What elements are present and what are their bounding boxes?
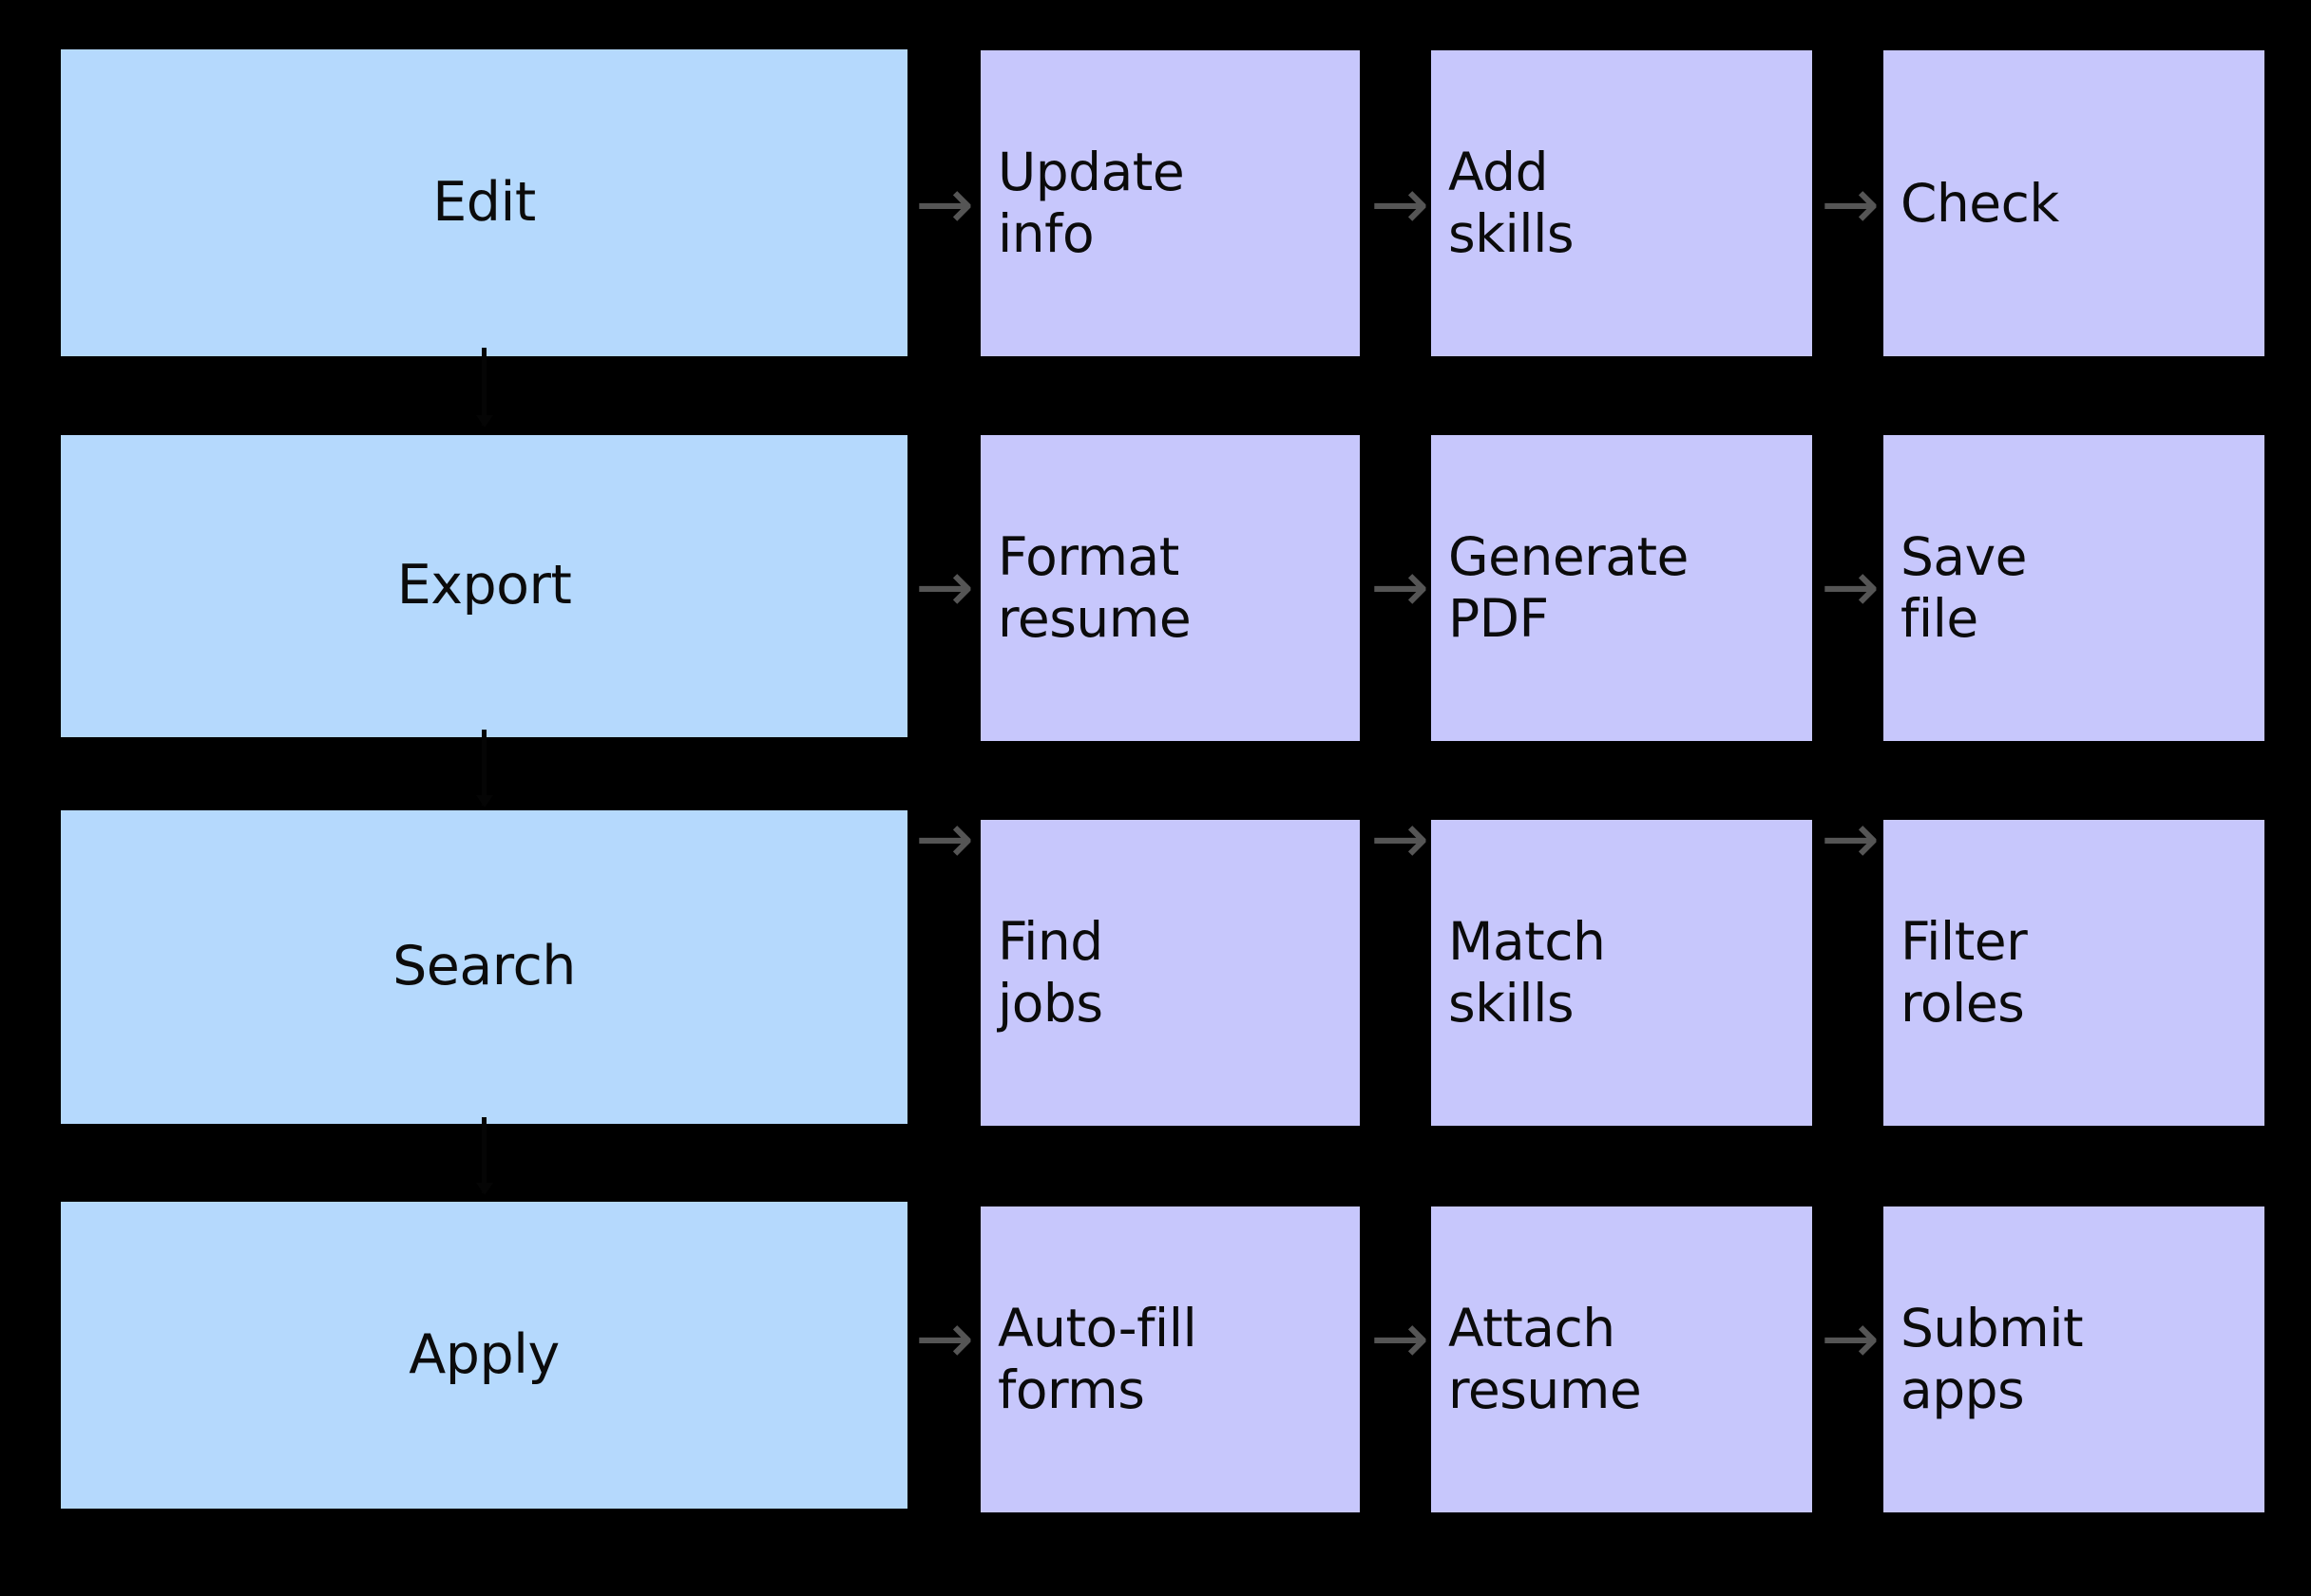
stage-label: Search: [392, 935, 576, 998]
step-box-submit-apps[interactable]: Submit apps: [1883, 1206, 2264, 1512]
step-box-update-info[interactable]: Update info: [981, 50, 1360, 356]
arrow-icon: →: [914, 546, 974, 628]
step-label: Generate PDF: [1448, 526, 1689, 649]
step-box-find-jobs[interactable]: Find jobs: [981, 820, 1360, 1126]
step-box-check[interactable]: Check: [1883, 50, 2264, 356]
stage-box-edit[interactable]: Edit: [61, 49, 907, 356]
arrow-icon: →: [1369, 163, 1429, 245]
step-box-save-file[interactable]: Save file: [1883, 435, 2264, 741]
arrow-icon: →: [1820, 798, 1880, 880]
step-box-add-skills[interactable]: Add skills: [1431, 50, 1812, 356]
arrow-icon: →: [1369, 798, 1429, 880]
step-box-generate-pdf[interactable]: Generate PDF: [1431, 435, 1812, 741]
stage-label: Export: [396, 554, 572, 618]
step-label: Match skills: [1448, 911, 1606, 1034]
step-box-filter-roles[interactable]: Filter roles: [1883, 820, 2264, 1126]
stage-label: Apply: [409, 1322, 560, 1386]
step-box-attach-resume[interactable]: Attach resume: [1431, 1206, 1812, 1512]
arrow-icon: →: [1820, 163, 1880, 245]
stage-box-apply[interactable]: Apply: [61, 1202, 907, 1509]
step-box-match-skills[interactable]: Match skills: [1431, 820, 1812, 1126]
step-label: Find jobs: [998, 911, 1103, 1034]
step-label: Add skills: [1448, 142, 1575, 264]
arrow-icon: →: [1369, 1298, 1429, 1379]
stage-connector: [482, 730, 487, 806]
stage-connector: [482, 1117, 487, 1193]
arrow-icon: →: [1369, 546, 1429, 628]
step-label: Update info: [998, 142, 1185, 264]
step-label: Auto-fill forms: [998, 1298, 1197, 1420]
stage-box-search[interactable]: Search: [61, 810, 907, 1124]
step-box-format-resume[interactable]: Format resume: [981, 435, 1360, 741]
arrow-icon: →: [1820, 1298, 1880, 1379]
stage-connector: [482, 348, 487, 426]
stage-box-export[interactable]: Export: [61, 435, 907, 737]
step-label: Attach resume: [1448, 1298, 1642, 1420]
arrow-icon: →: [914, 163, 974, 245]
step-label: Format resume: [998, 526, 1192, 649]
arrow-icon: →: [914, 798, 974, 880]
step-label: Save file: [1900, 526, 2028, 649]
arrow-icon: →: [914, 1298, 974, 1379]
step-box-auto-fill-forms[interactable]: Auto-fill forms: [981, 1206, 1360, 1512]
stage-label: Edit: [432, 170, 536, 234]
step-label: Filter roles: [1900, 911, 2028, 1034]
step-label: Submit apps: [1900, 1298, 2084, 1420]
arrow-icon: →: [1820, 546, 1880, 628]
step-label: Check: [1900, 172, 2059, 234]
